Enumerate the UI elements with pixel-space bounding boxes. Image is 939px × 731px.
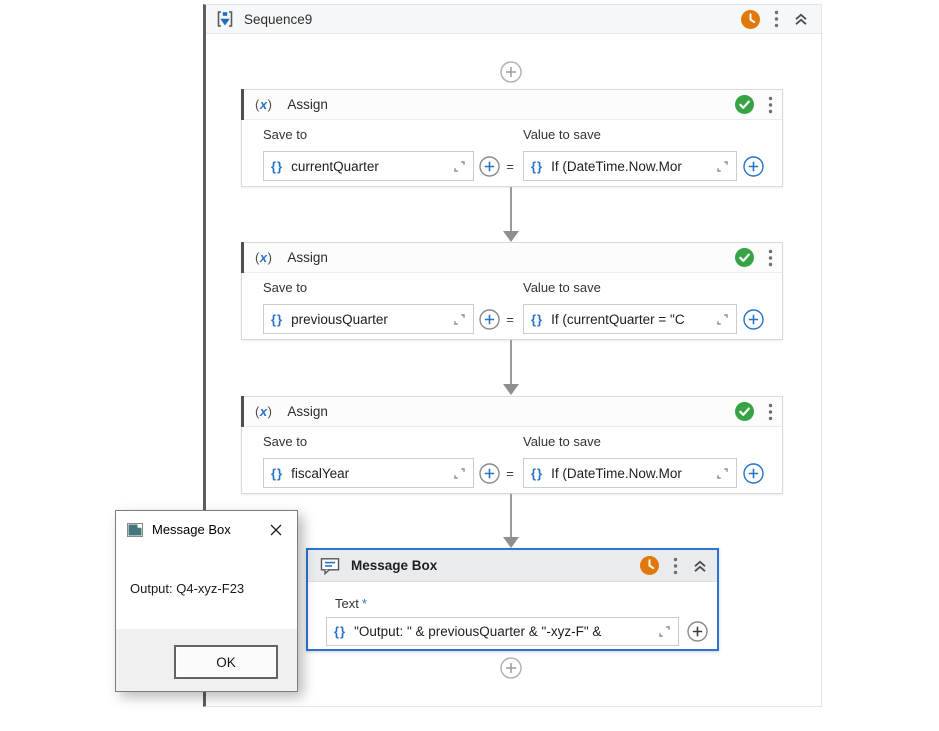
assign-activity-card-2[interactable]: (x) Assign Save to Val: [241, 242, 783, 340]
save-to-field[interactable]: {} fiscalYear: [263, 458, 474, 488]
open-expression-editor-icon[interactable]: [716, 313, 729, 326]
pending-clock-icon: [640, 556, 659, 575]
add-activity-button[interactable]: [500, 61, 522, 83]
message-bubble-icon: [320, 557, 340, 575]
save-to-label: Save to: [263, 434, 308, 449]
text-label: Text*: [335, 596, 367, 611]
message-box-header[interactable]: Message Box: [308, 550, 717, 582]
equals-sign: =: [506, 466, 514, 481]
assign-header[interactable]: (x) Assign: [241, 242, 782, 273]
assign-title: Assign: [287, 97, 328, 112]
add-variable-button[interactable]: [479, 463, 500, 484]
braces-icon: {}: [531, 465, 544, 481]
activity-menu-icon[interactable]: [768, 403, 773, 421]
assign-header[interactable]: (x) Assign: [241, 89, 782, 120]
add-variable-button[interactable]: [479, 156, 500, 177]
ok-button[interactable]: OK: [174, 645, 278, 679]
add-variable-button[interactable]: [743, 156, 764, 177]
dialog-titlebar[interactable]: Message Box: [116, 511, 297, 548]
value-to-save-value: If (DateTime.Now.Mor: [551, 465, 682, 481]
assign-icon: (x): [255, 250, 273, 265]
open-expression-editor-icon[interactable]: [658, 625, 671, 638]
sequence-header: Sequence9: [206, 5, 821, 34]
value-to-save-value: If (currentQuarter = "C: [551, 311, 685, 327]
flow-arrow-icon: [503, 537, 519, 548]
activity-menu-icon[interactable]: [768, 96, 773, 114]
assign-title: Assign: [287, 250, 328, 265]
value-to-save-field[interactable]: {} If (DateTime.Now.Mor: [523, 458, 737, 488]
save-to-field[interactable]: {} previousQuarter: [263, 304, 474, 334]
close-icon[interactable]: [265, 519, 287, 541]
open-expression-editor-icon[interactable]: [453, 160, 466, 173]
add-variable-button[interactable]: [479, 309, 500, 330]
save-to-value: currentQuarter: [291, 158, 379, 174]
collapse-all-icon[interactable]: [793, 11, 809, 27]
add-activity-button[interactable]: [500, 657, 522, 679]
message-box-title: Message Box: [351, 558, 438, 573]
value-to-save-value: If (DateTime.Now.Mor: [551, 158, 682, 174]
flow-arrow-icon: [503, 384, 519, 395]
save-to-field[interactable]: {} currentQuarter: [263, 151, 474, 181]
open-expression-editor-icon[interactable]: [716, 467, 729, 480]
message-box-activity-card[interactable]: Message Box: [306, 548, 719, 651]
assign-activity-card-1[interactable]: (x) Assign Save to Val: [241, 89, 783, 187]
collapse-icon[interactable]: [692, 558, 708, 574]
equals-sign: =: [506, 159, 514, 174]
dialog-title: Message Box: [152, 522, 231, 537]
flow-connector: [510, 187, 512, 232]
open-expression-editor-icon[interactable]: [716, 160, 729, 173]
assign-header[interactable]: (x) Assign: [241, 396, 782, 427]
value-to-save-label: Value to save: [523, 280, 601, 295]
dialog-message: Output: Q4-xyz-F23: [130, 581, 245, 596]
save-to-label: Save to: [263, 280, 308, 295]
valid-check-icon: [735, 402, 754, 421]
message-text-value: "Output: " & previousQuarter & "-xyz-F" …: [354, 624, 602, 639]
value-to-save-label: Value to save: [523, 127, 601, 142]
valid-check-icon: [735, 95, 754, 114]
assign-title: Assign: [287, 404, 328, 419]
open-expression-editor-icon[interactable]: [453, 313, 466, 326]
assign-activity-card-3[interactable]: (x) Assign Save to Val: [241, 396, 783, 494]
required-marker: *: [361, 596, 367, 611]
save-to-value: previousQuarter: [291, 311, 388, 327]
window-app-icon: [127, 522, 143, 537]
flow-arrow-icon: [503, 231, 519, 242]
message-box-dialog: Message Box Output: Q4-xyz-F23 OK: [115, 510, 298, 692]
dialog-footer: OK: [116, 629, 297, 691]
sequence-menu-icon[interactable]: [774, 10, 779, 28]
flow-connector: [510, 494, 512, 538]
braces-icon: {}: [271, 158, 284, 174]
value-to-save-label: Value to save: [523, 434, 601, 449]
activity-menu-icon[interactable]: [673, 557, 678, 575]
message-text-field[interactable]: {} "Output: " & previousQuarter & "-xyz-…: [326, 617, 679, 646]
assign-icon: (x): [255, 97, 273, 112]
activity-menu-icon[interactable]: [768, 249, 773, 267]
add-variable-button[interactable]: [687, 621, 708, 642]
sequence-panel: Sequence9: [203, 4, 822, 707]
value-to-save-field[interactable]: {} If (currentQuarter = "C: [523, 304, 737, 334]
flow-connector: [510, 340, 512, 385]
value-to-save-field[interactable]: {} If (DateTime.Now.Mor: [523, 151, 737, 181]
pending-clock-icon: [741, 9, 760, 29]
assign-icon: (x): [255, 404, 273, 419]
braces-icon: {}: [271, 311, 284, 327]
add-variable-button[interactable]: [743, 463, 764, 484]
save-to-label: Save to: [263, 127, 308, 142]
sequence-title: Sequence9: [244, 11, 313, 27]
open-expression-editor-icon[interactable]: [453, 467, 466, 480]
sequence-icon: [215, 9, 235, 29]
save-to-value: fiscalYear: [291, 465, 350, 481]
valid-check-icon: [735, 248, 754, 267]
braces-icon: {}: [531, 158, 544, 174]
braces-icon: {}: [531, 311, 544, 327]
braces-icon: {}: [334, 624, 347, 639]
equals-sign: =: [506, 312, 514, 327]
add-variable-button[interactable]: [743, 309, 764, 330]
braces-icon: {}: [271, 465, 284, 481]
